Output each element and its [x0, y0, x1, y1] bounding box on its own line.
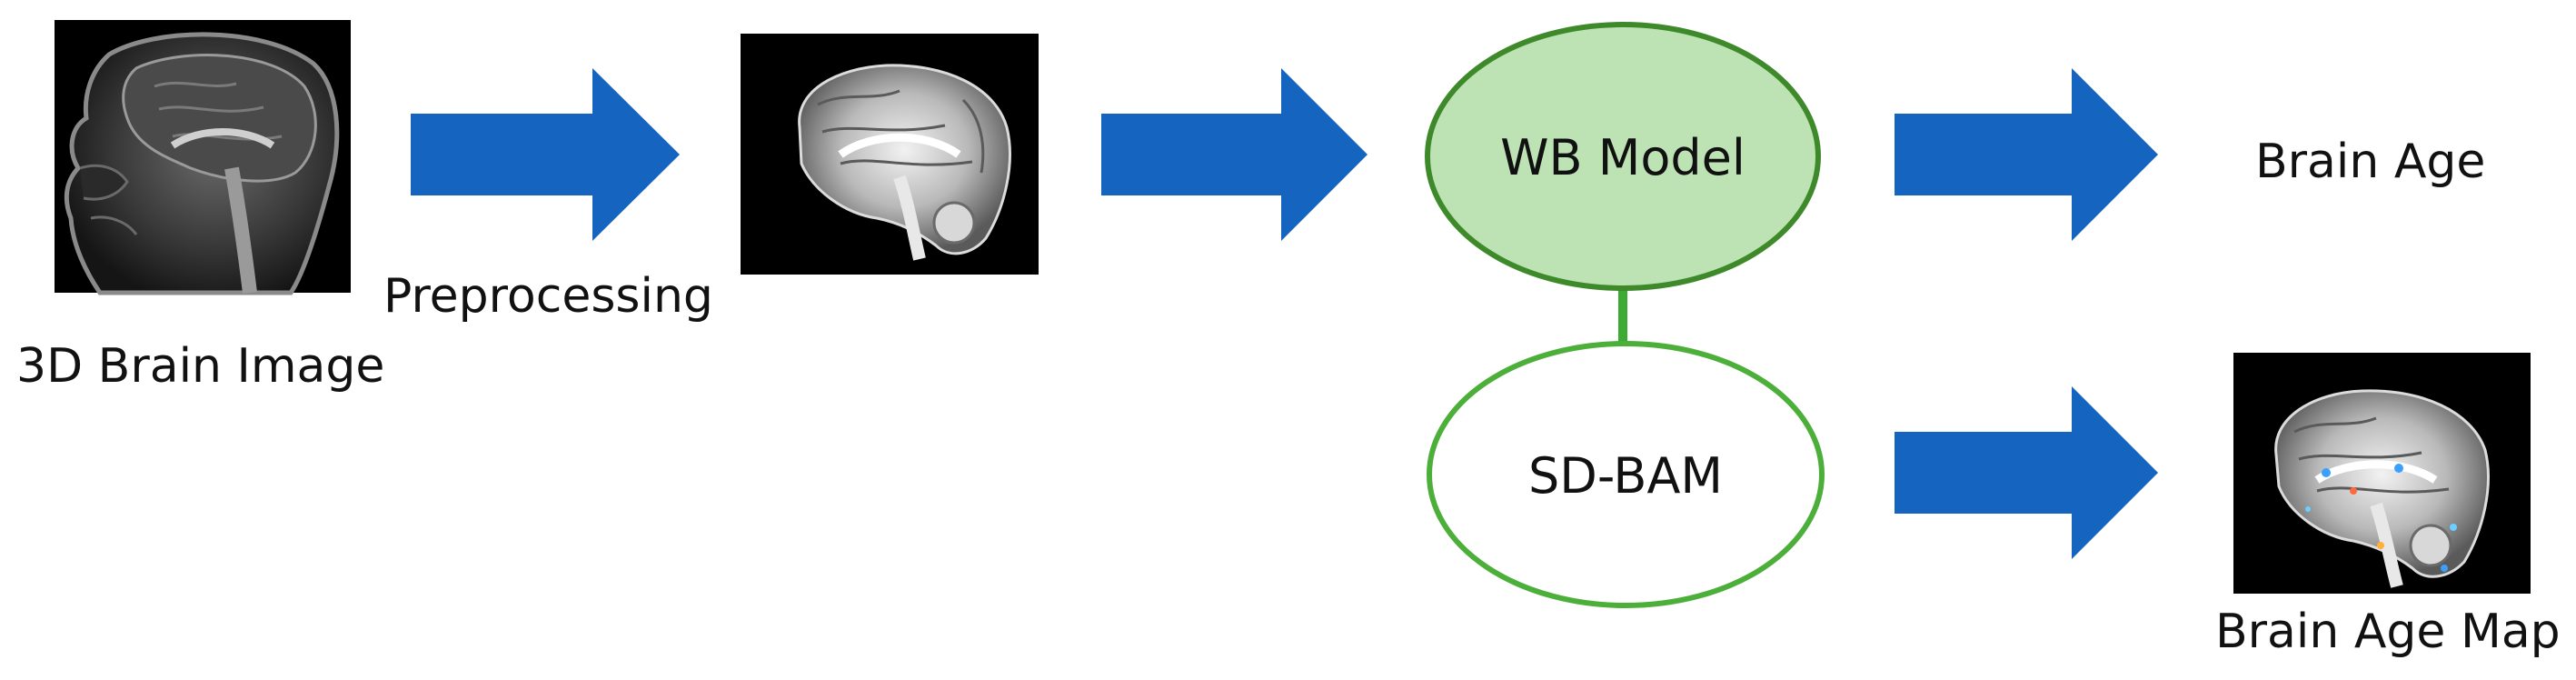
arrow-4: [1895, 386, 2158, 559]
sd-bam-node: SD-BAM: [1427, 341, 1825, 608]
mri-head-image: [55, 20, 351, 295]
brain-age-label: Brain Age: [2255, 135, 2485, 189]
wb-model-label: WB Model: [1500, 129, 1746, 186]
preprocessing-label: Preprocessing: [383, 269, 713, 324]
brain-age-map-label: Brain Age Map: [2215, 605, 2561, 659]
arrow-3: [1895, 68, 2158, 241]
input-label: 3D Brain Image: [16, 339, 384, 394]
wb-model-node: WB Model: [1425, 22, 1821, 291]
sd-bam-label: SD-BAM: [1528, 447, 1723, 505]
preprocessed-brain-image: [741, 34, 1039, 275]
arrow-1: [411, 68, 680, 241]
brain-age-map-image: [2233, 353, 2531, 594]
arrow-2: [1101, 68, 1368, 241]
